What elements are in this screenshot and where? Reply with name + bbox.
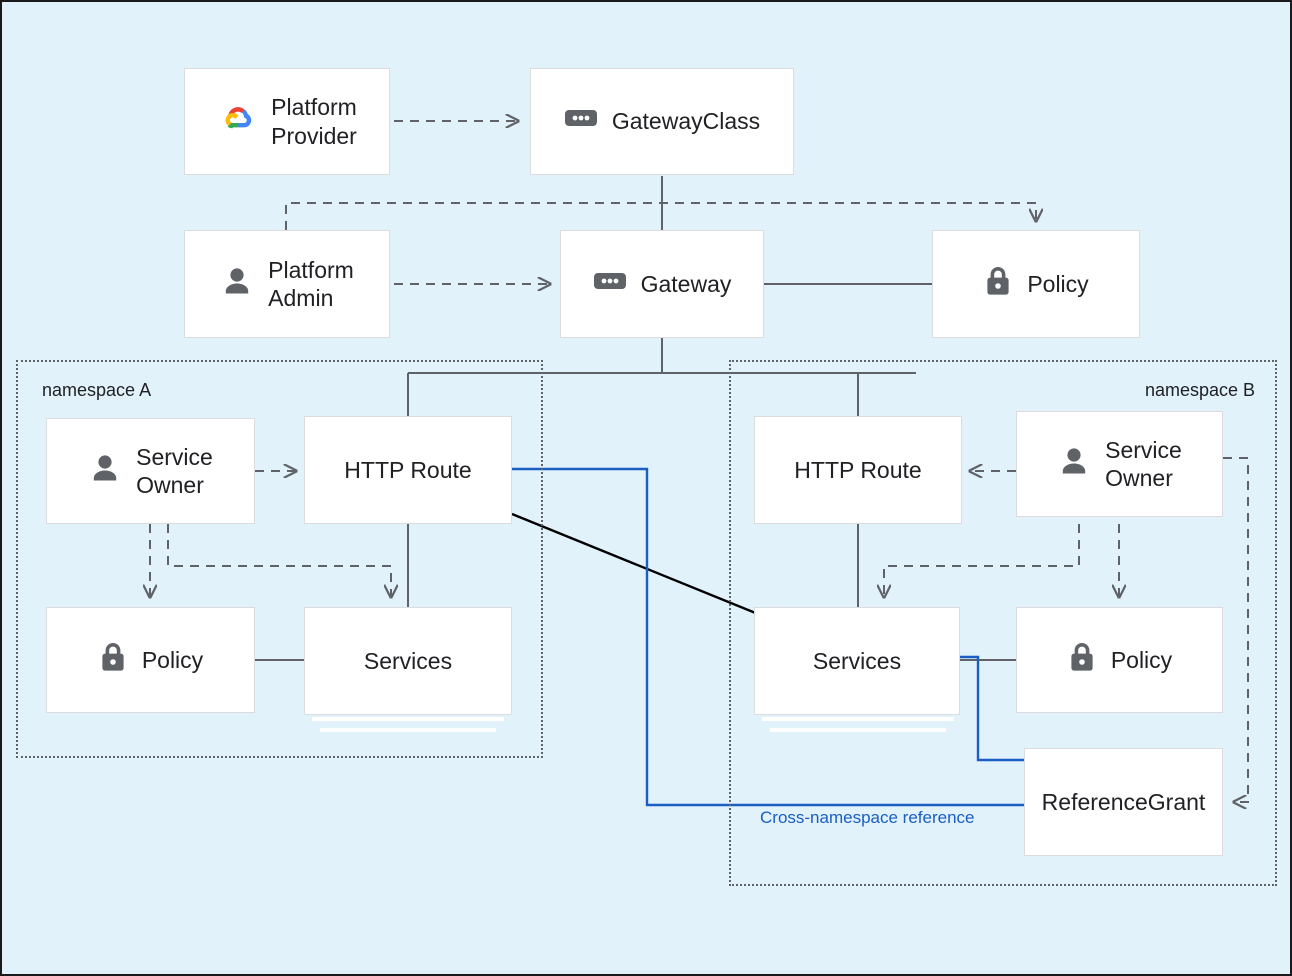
node-service-owner-a[interactable]: Service Owner <box>46 418 255 524</box>
node-platform-admin-label: Platform Admin <box>268 256 354 311</box>
node-service-owner-b[interactable]: Service Owner <box>1016 411 1223 517</box>
node-reference-grant-label: ReferenceGrant <box>1041 788 1206 815</box>
services-b-stack-bar-2 <box>770 728 946 732</box>
node-http-route-b-label: HTTP Route <box>794 456 922 483</box>
resource-chip-icon <box>564 107 598 135</box>
namespace-b-container <box>729 360 1277 886</box>
namespace-b-label: namespace B <box>1145 380 1256 400</box>
node-services-a[interactable]: Services <box>304 607 512 715</box>
edge-servicesb-to-referencegrant-blue <box>960 655 1024 762</box>
namespace-a-label: namespace A <box>42 380 152 400</box>
lock-icon <box>1067 640 1097 680</box>
node-platform-provider[interactable]: Platform Provider <box>184 68 390 175</box>
node-reference-grant[interactable]: ReferenceGrant <box>1024 748 1223 856</box>
node-policy-b-label: Policy <box>1110 646 1173 673</box>
lock-icon <box>983 264 1013 304</box>
person-icon <box>1057 444 1091 484</box>
node-http-route-a[interactable]: HTTP Route <box>304 416 512 524</box>
node-services-a-label: Services <box>363 647 453 674</box>
node-policy-gateway[interactable]: Policy <box>932 230 1140 338</box>
node-gateway-label: Gateway <box>640 270 732 297</box>
cross-namespace-reference-label: Cross-namespace reference <box>760 808 975 827</box>
node-service-owner-a-label: Service Owner <box>136 443 213 498</box>
node-gatewayclass[interactable]: GatewayClass <box>530 68 794 175</box>
services-a-stack-bar-1 <box>312 717 504 721</box>
edge-crossnamespace-reference-blue <box>512 467 1024 807</box>
node-policy-b[interactable]: Policy <box>1016 607 1223 713</box>
lock-icon <box>98 640 128 680</box>
node-services-b-label: Services <box>812 647 902 674</box>
person-icon <box>88 451 122 491</box>
node-http-route-a-label: HTTP Route <box>344 456 472 483</box>
node-service-owner-b-label: Service Owner <box>1105 436 1182 491</box>
services-a-stack-bar-2 <box>320 728 496 732</box>
edge-admin-to-policy <box>285 202 1036 230</box>
node-policy-gateway-label: Policy <box>1027 270 1089 297</box>
namespace-a-container <box>16 360 543 758</box>
edge-routea-to-servicesb-diagonal <box>511 512 759 616</box>
node-policy-a-label: Policy <box>141 646 204 673</box>
node-gatewayclass-label: GatewayClass <box>611 108 761 135</box>
node-platform-admin[interactable]: Platform Admin <box>184 230 390 338</box>
edge-ownerb-to-referencegrant <box>1223 457 1249 802</box>
services-b-stack-bar-1 <box>762 717 954 721</box>
google-cloud-icon <box>217 101 257 141</box>
node-services-b[interactable]: Services <box>754 607 960 715</box>
edge-ownerb-to-servicesb <box>884 524 1080 597</box>
node-gateway[interactable]: Gateway <box>560 230 764 338</box>
node-platform-provider-label: Platform Provider <box>271 94 357 149</box>
edge-ownera-to-servicesa <box>167 524 391 597</box>
resource-chip-icon <box>593 270 627 298</box>
node-http-route-b[interactable]: HTTP Route <box>754 416 962 524</box>
node-policy-a[interactable]: Policy <box>46 607 255 713</box>
person-icon <box>220 264 254 304</box>
